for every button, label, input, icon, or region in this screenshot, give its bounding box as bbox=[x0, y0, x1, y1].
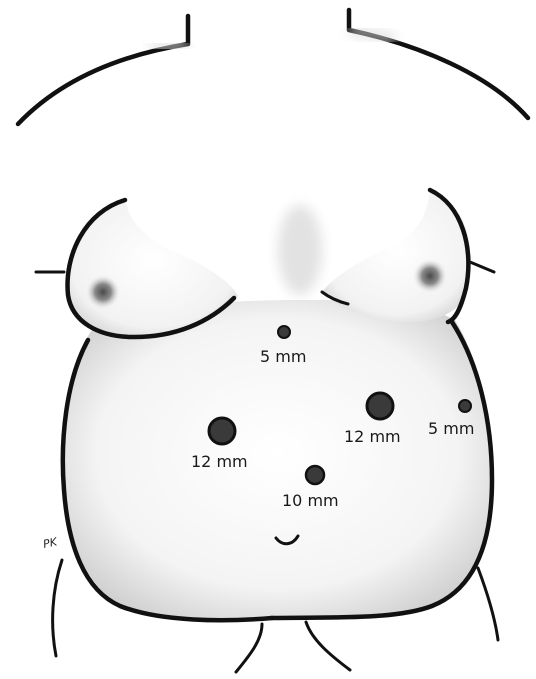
port-marker bbox=[306, 466, 324, 484]
port-marker bbox=[209, 418, 235, 444]
port-marker bbox=[278, 326, 290, 338]
port-label: 5 mm bbox=[428, 419, 474, 438]
right-nipple bbox=[412, 258, 448, 294]
port-marker bbox=[367, 393, 393, 419]
port-label: 12 mm bbox=[344, 427, 401, 446]
port-label: 10 mm bbox=[282, 491, 339, 510]
left-nipple bbox=[85, 274, 121, 310]
shoulders bbox=[18, 10, 528, 124]
port-label: 12 mm bbox=[191, 452, 248, 471]
port-label: 5 mm bbox=[260, 347, 306, 366]
port-marker bbox=[459, 400, 471, 412]
artist-signature: PK bbox=[42, 535, 59, 551]
